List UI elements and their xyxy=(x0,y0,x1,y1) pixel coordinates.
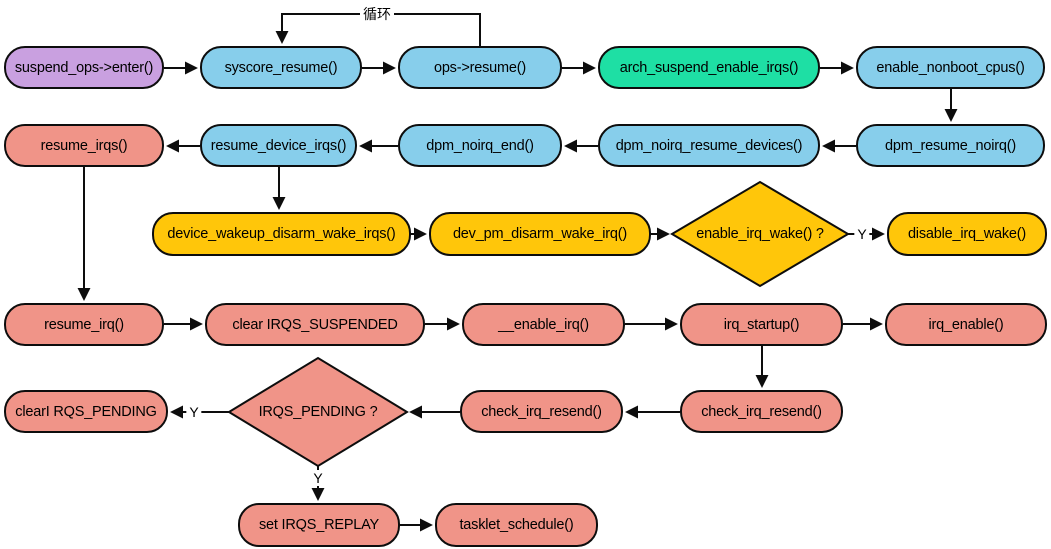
node-disable-irq-wake: disable_irq_wake() xyxy=(887,212,1047,256)
node-ops-resume: ops->resume() xyxy=(398,46,562,89)
node-tasklet-schedule: tasklet_schedule() xyxy=(435,503,598,547)
node-resume-device-irqs: resume_device_irqs() xyxy=(200,124,357,167)
node-resume-irqs: resume_irqs() xyxy=(4,124,164,167)
diamond-irqs-pending xyxy=(227,356,409,468)
node-dpm-resume-noirq: dpm_resume_noirq() xyxy=(856,124,1045,167)
edge-label-yes-replay: Y xyxy=(310,470,326,486)
diamond-label-irqs-pending: IRQS_PENDING ? xyxy=(258,404,378,420)
node-clear-irqs-pending: clearI RQS_PENDING xyxy=(4,390,168,433)
node-irq-enable: irq_enable() xyxy=(885,303,1047,346)
diamond-label-enable-irq-wake: enable_irq_wake() ? xyxy=(696,226,824,242)
node-clear-irqs-suspended: clear IRQS_SUSPENDED xyxy=(205,303,425,346)
node-resume-irq: resume_irq() xyxy=(4,303,164,346)
node-device-wakeup-disarm-wake-irqs: device_wakeup_disarm_wake_irqs() xyxy=(152,212,411,256)
node-syscore-resume: syscore_resume() xyxy=(200,46,362,89)
node-check-irq-resend-right: check_irq_resend() xyxy=(680,390,843,433)
node-arch-suspend-enable-irqs: arch_suspend_enable_irqs() xyxy=(598,46,820,89)
edge-label-yes-pending: Y xyxy=(186,404,202,420)
node-dpm-noirq-end: dpm_noirq_end() xyxy=(398,124,562,167)
node-set-irqs-replay: set IRQS_REPLAY xyxy=(238,503,400,547)
node-dev-pm-disarm-wake-irq: dev_pm_disarm_wake_irq() xyxy=(429,212,651,256)
node-check-irq-resend-left: check_irq_resend() xyxy=(460,390,623,433)
node-dpm-noirq-resume-devices: dpm_noirq_resume_devices() xyxy=(598,124,820,167)
node-enable-irq: __enable_irq() xyxy=(462,303,625,346)
edge-label-loop: 循环 xyxy=(360,6,394,22)
node-enable-nonboot-cpus: enable_nonboot_cpus() xyxy=(856,46,1045,89)
node-irq-startup: irq_startup() xyxy=(680,303,843,346)
edge-label-yes-wake: Y xyxy=(854,226,870,242)
node-suspend-ops-enter: suspend_ops->enter() xyxy=(4,46,164,89)
